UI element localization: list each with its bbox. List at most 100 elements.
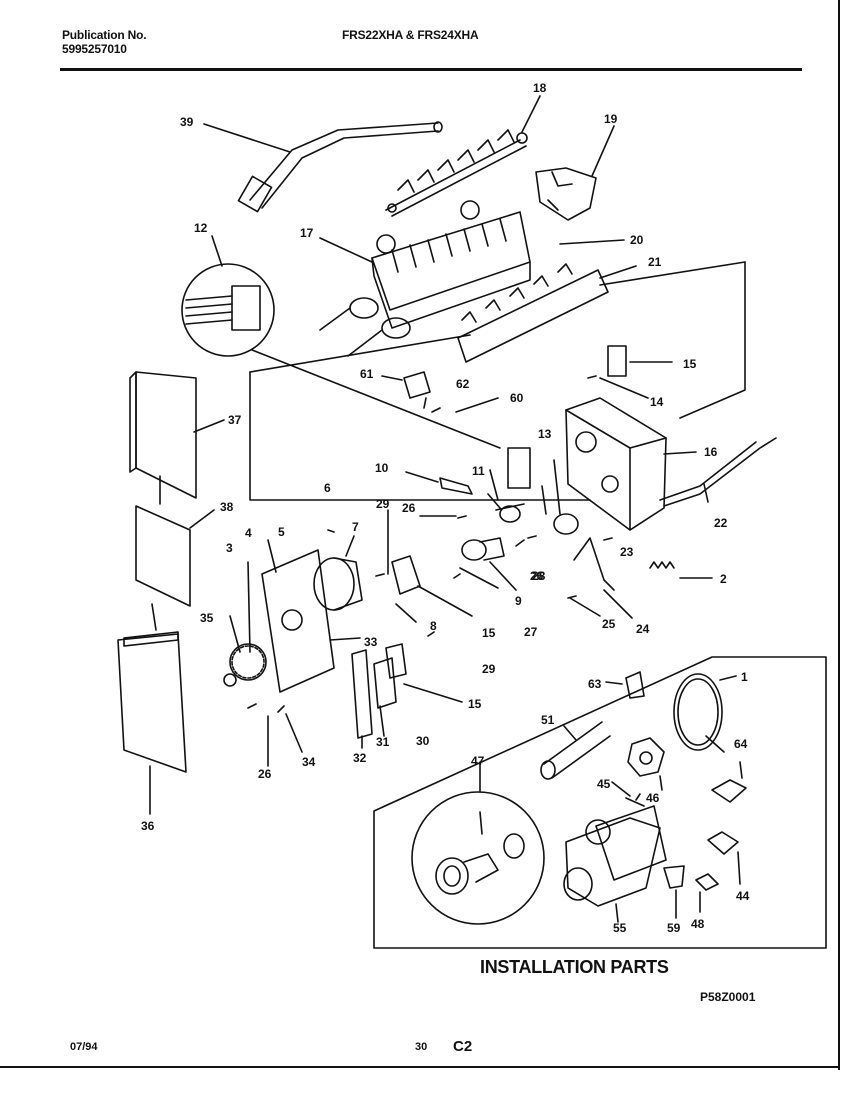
callout-20: 20 [630, 233, 644, 247]
clip-parts [381, 371, 499, 413]
callout-26-middle: 26 [530, 569, 544, 583]
callout-4: 4 [245, 526, 252, 540]
publication-number: 5995257010 [62, 42, 127, 56]
callout-36: 36 [141, 819, 155, 833]
callout-15-plate: 15 [468, 697, 482, 711]
shutoff-arm-part [659, 437, 777, 507]
linkage-part [487, 447, 579, 535]
callout-51: 51 [541, 713, 555, 727]
callout-48: 48 [691, 917, 705, 931]
callout-32: 32 [353, 751, 367, 765]
footer-page-number: 30 [415, 1041, 428, 1053]
support-plate-part [223, 539, 335, 693]
callout-26-upper: 26 [402, 501, 416, 515]
callout-15-switch: 15 [482, 626, 496, 640]
callout-59: 59 [667, 921, 681, 935]
callout-12: 12 [194, 221, 208, 235]
callout-23: 23 [620, 545, 634, 559]
assembly-boundary-lines [249, 261, 746, 501]
install-clip-part [605, 671, 645, 699]
water-valve-part [563, 805, 667, 923]
cam-part [405, 471, 473, 495]
callout-34: 34 [302, 755, 316, 769]
callout-14: 14 [650, 395, 664, 409]
callout-29-lower: 29 [482, 662, 496, 676]
callout-24: 24 [636, 622, 650, 636]
callout-16: 16 [704, 445, 718, 459]
callout-2: 2 [720, 572, 727, 586]
install-tube-part [540, 721, 611, 780]
diagram-code: P58Z0001 [700, 990, 756, 1004]
callout-29-upper: 29 [376, 497, 390, 511]
motor-part [313, 535, 363, 611]
callout-19: 19 [604, 112, 618, 126]
callout-27: 27 [524, 625, 538, 639]
publication-label: Publication No. [62, 28, 147, 42]
callout-3: 3 [226, 541, 233, 555]
callout-63: 63 [588, 677, 602, 691]
callout-46: 46 [646, 791, 660, 805]
callout-39: 39 [180, 115, 194, 129]
callout-15-bracket: 15 [683, 357, 697, 371]
fill-tube-part [237, 121, 443, 213]
installation-parts-title: INSTALLATION PARTS [480, 957, 669, 977]
callout-62: 62 [456, 377, 470, 391]
installation-parts-frame [373, 656, 827, 949]
callout-25: 25 [602, 617, 616, 631]
callout-9: 9 [515, 594, 522, 608]
switch-part [391, 555, 473, 617]
housing-part [565, 397, 697, 531]
install-ring-part [673, 673, 737, 751]
shield-part [457, 263, 609, 363]
callout-18: 18 [533, 81, 547, 95]
callout-26-lower: 26 [258, 767, 272, 781]
install-nut-part [627, 737, 665, 777]
callout-1: 1 [741, 670, 748, 684]
screws [247, 375, 613, 713]
header-rule [60, 68, 802, 71]
manuals-part [129, 371, 225, 631]
mold-heater-part [319, 200, 531, 357]
model-numbers: FRS22XHA & FRS24XHA [342, 28, 479, 42]
footer-date: 07/94 [70, 1041, 98, 1053]
callout-64: 64 [734, 737, 748, 751]
callout-38: 38 [220, 500, 234, 514]
callout-30: 30 [416, 734, 430, 748]
callout-21: 21 [648, 255, 662, 269]
callout-33: 33 [364, 635, 378, 649]
callout-45: 45 [597, 777, 611, 791]
callout-37: 37 [228, 413, 242, 427]
cover-part [535, 167, 597, 221]
lever-spring-part [569, 537, 713, 619]
callout-22: 22 [714, 516, 728, 530]
callout-5: 5 [278, 525, 285, 539]
callout-11: 11 [472, 464, 485, 478]
callout-61: 61 [360, 367, 374, 381]
ejector-part [385, 129, 528, 217]
leader-lines [203, 95, 725, 797]
callout-44: 44 [736, 889, 750, 903]
callout-13: 13 [538, 427, 552, 441]
harness-detail [181, 235, 501, 449]
footer-section: C2 [453, 1038, 473, 1055]
page-border-bottom [0, 1066, 840, 1068]
callout-47: 47 [471, 754, 485, 768]
bracket-top-part [599, 345, 673, 399]
page-border-right [838, 0, 840, 1070]
callout-labels: 1 2 3 4 5 6 7 8 9 10 11 12 13 14 15 15 1… [141, 81, 750, 935]
callout-6: 6 [324, 481, 331, 495]
kit-box-part [117, 631, 187, 815]
callout-8: 8 [430, 619, 437, 633]
callout-55: 55 [613, 921, 627, 935]
callout-60: 60 [510, 391, 524, 405]
install-small-parts [625, 761, 747, 919]
valve-detail-circle [411, 761, 545, 925]
coupling-part [461, 537, 517, 591]
callout-17: 17 [300, 226, 314, 240]
plates-part [267, 637, 463, 767]
callout-35: 35 [200, 611, 214, 625]
callout-7: 7 [352, 520, 359, 534]
callout-10: 10 [375, 461, 389, 475]
